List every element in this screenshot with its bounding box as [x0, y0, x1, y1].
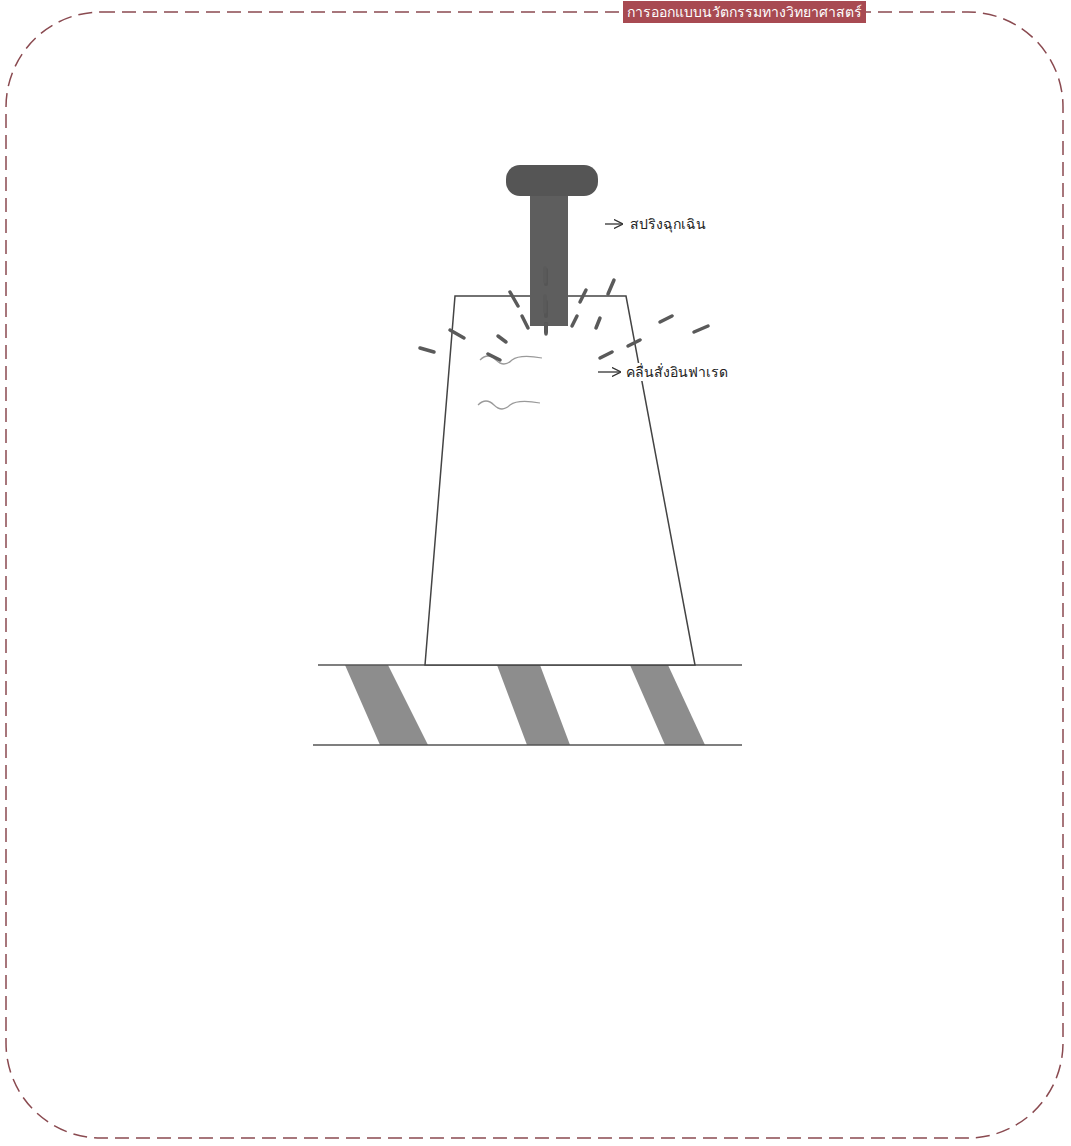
callout-label: คลื่นสั่งอินฟาเรด: [624, 363, 730, 381]
dashed-frame: [6, 12, 1063, 1138]
wave-lines: [478, 356, 542, 409]
leader-arrow: [598, 371, 620, 372]
callout-label: สปริงฉุกเฉิน: [628, 215, 708, 233]
spray-rays: [420, 268, 708, 360]
housing: [425, 296, 695, 665]
leader-arrow: [605, 223, 622, 224]
title-banner: การออกแบบนวัตกรรมทางวิทยาศาสตร์: [623, 1, 866, 23]
sprinkler: [506, 165, 598, 326]
striped-base: [313, 665, 742, 745]
